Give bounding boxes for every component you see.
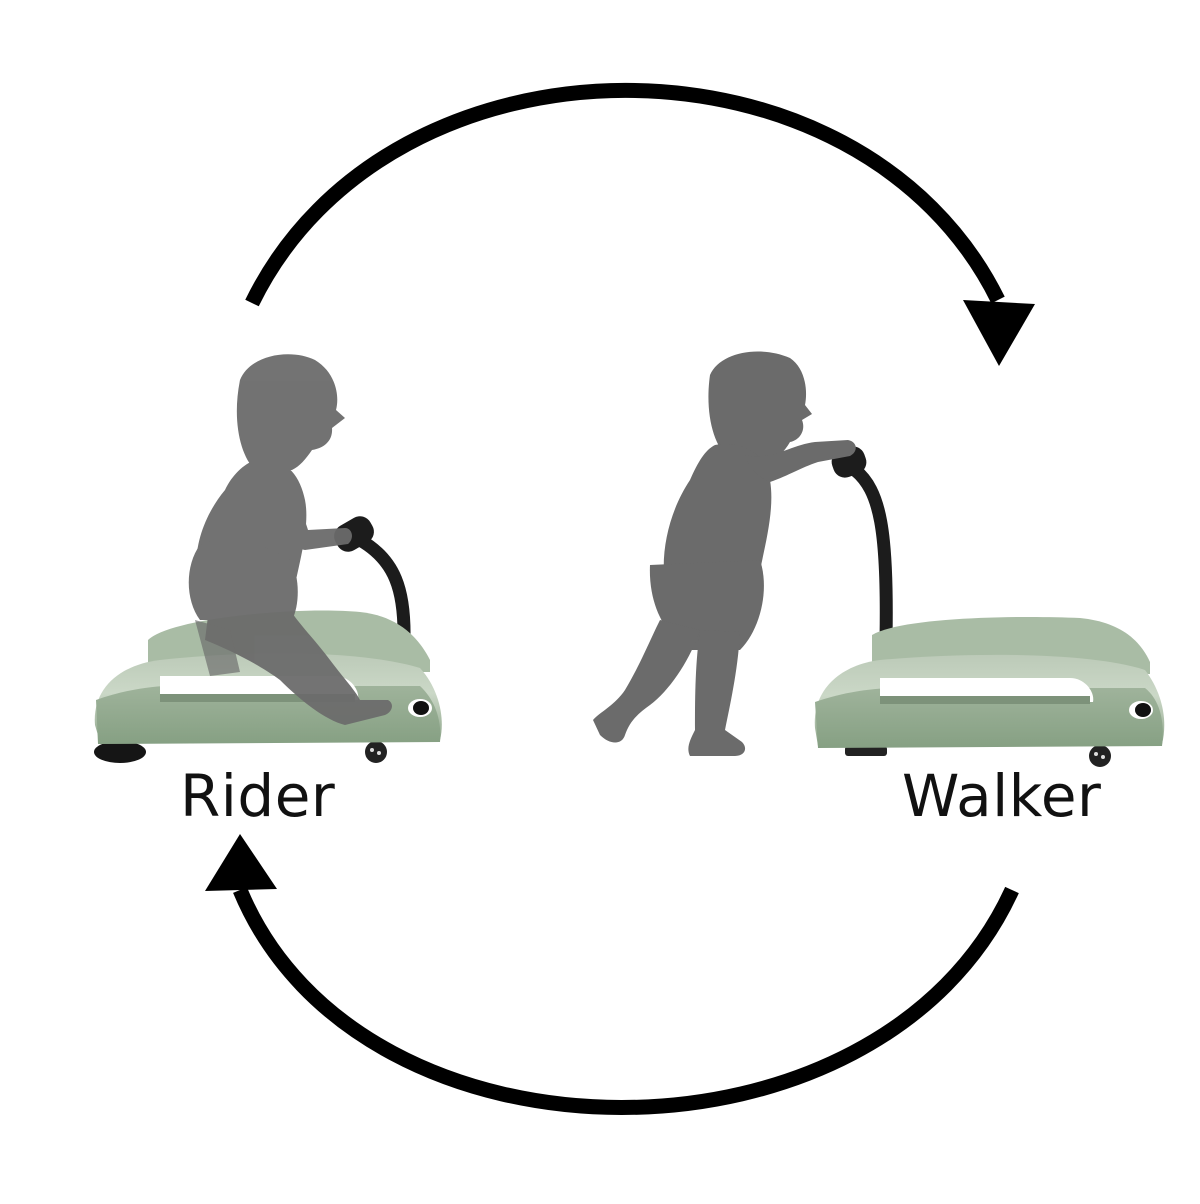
bottom-arrow-icon xyxy=(205,834,1019,1115)
child-walking-silhouette-icon xyxy=(593,351,856,756)
walker-label: Walker xyxy=(902,762,1102,830)
walker-toy-icon xyxy=(814,446,1165,767)
top-arrow-icon xyxy=(245,82,1035,366)
child-sitting-silhouette-icon xyxy=(188,354,392,725)
rider-label: Rider xyxy=(180,762,336,830)
